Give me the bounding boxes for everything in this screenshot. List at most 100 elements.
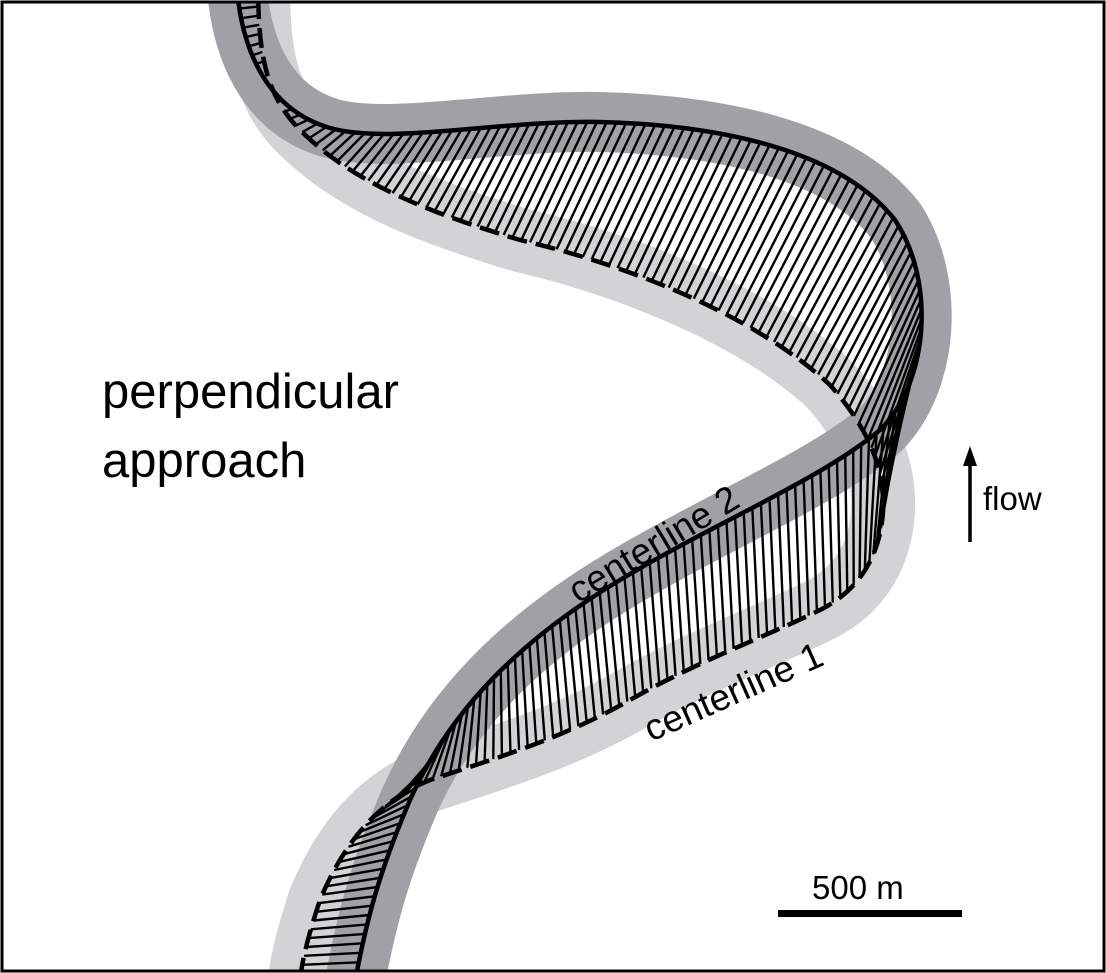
migration-vector <box>375 132 415 186</box>
migration-vector <box>709 150 790 308</box>
migration-vector <box>399 130 444 198</box>
migration-vector <box>574 608 588 723</box>
migration-vector <box>416 129 463 206</box>
migration-vector <box>676 139 752 292</box>
migration-vector <box>819 470 827 608</box>
migration-vector <box>474 691 482 765</box>
migration-vector <box>733 161 817 320</box>
flow-label: flow <box>983 480 1042 517</box>
migration-vector <box>633 130 705 275</box>
migration-vector <box>870 318 923 449</box>
migration-vector <box>555 121 618 250</box>
migration-vector <box>383 131 424 190</box>
migration-vector <box>338 849 391 864</box>
migration-vector <box>391 131 434 194</box>
migration-vector <box>582 603 597 719</box>
migration-vector <box>493 122 550 233</box>
migration-vector <box>759 503 769 635</box>
scale-bar <box>778 910 962 917</box>
migration-vector <box>691 539 702 664</box>
migration-vector <box>442 126 492 216</box>
migration-vector <box>359 813 405 834</box>
migration-vector <box>741 165 825 324</box>
migration-vector <box>550 625 563 734</box>
migration-vector <box>433 127 482 212</box>
migration-vector <box>499 670 504 757</box>
scale-bar-label: 500 m <box>812 869 904 906</box>
migration-vector <box>699 534 710 661</box>
migration-vector <box>725 521 735 649</box>
migration-vector <box>615 582 629 702</box>
migration-vector <box>329 131 356 157</box>
migration-vector <box>648 562 661 685</box>
migration-vector <box>872 426 885 555</box>
flow-arrow-icon <box>963 446 977 542</box>
migration-vector <box>318 895 375 905</box>
migration-vector <box>572 123 637 255</box>
migration-vector <box>535 637 546 741</box>
migration-vector <box>431 728 452 780</box>
migration-vector <box>802 480 810 616</box>
migration-vector <box>520 121 579 241</box>
migration-vector <box>537 121 599 246</box>
migration-vector <box>313 913 370 922</box>
migration-vector <box>528 121 589 243</box>
migration-vector <box>684 142 762 296</box>
migration-vector <box>625 128 695 272</box>
migration-vector <box>308 125 328 140</box>
migration-vector <box>673 548 685 672</box>
migration-vector <box>842 260 915 402</box>
migration-vector <box>772 184 859 343</box>
migration-vector <box>466 698 476 768</box>
migration-vector <box>616 127 686 269</box>
migration-vector <box>543 631 555 738</box>
migration-vector <box>506 663 512 754</box>
migration-vector <box>598 592 613 711</box>
migration-vector <box>343 840 394 856</box>
migration-vector <box>749 169 834 329</box>
migration-vector <box>304 951 361 957</box>
migration-vector <box>359 133 395 177</box>
migration-vector <box>364 804 409 827</box>
migration-vector <box>682 543 694 668</box>
migration-vector <box>528 644 538 744</box>
migration-vector <box>348 830 398 848</box>
migration-vector <box>788 196 874 353</box>
migration-vector <box>520 650 529 748</box>
migration-vector <box>239 5 259 10</box>
migration-vector <box>665 553 677 676</box>
migration-vector <box>440 721 458 777</box>
centerline-2-path <box>236 3 924 970</box>
migration-vector <box>780 190 867 348</box>
migration-vector <box>408 129 453 202</box>
migration-vector <box>351 133 385 173</box>
migration-vector <box>692 144 771 300</box>
migration-vector <box>511 121 569 239</box>
migration-vector <box>485 122 540 231</box>
migration-vector <box>329 867 384 880</box>
migration-vector <box>866 308 923 440</box>
migration-vector <box>725 157 808 316</box>
migration-vector <box>492 677 496 760</box>
migration-vector <box>333 858 387 872</box>
migration-vector <box>857 289 922 424</box>
migration-vector <box>785 489 794 624</box>
migration-vector <box>558 619 572 731</box>
migration-vector <box>795 202 882 359</box>
migration-vector <box>314 128 337 146</box>
migration-vector <box>827 465 834 603</box>
migration-vector <box>325 876 381 888</box>
migration-vector <box>835 460 842 598</box>
migration-vector <box>322 885 378 896</box>
migration-vector <box>310 923 368 931</box>
migration-vector <box>367 132 405 182</box>
migration-vector <box>659 135 733 285</box>
migration-vector <box>483 684 489 763</box>
migration-vector <box>768 498 777 631</box>
migration-vector <box>667 137 743 289</box>
migration-vector <box>242 23 260 29</box>
migration-vector <box>450 125 502 219</box>
migration-vector <box>751 507 760 638</box>
migration-vector <box>852 279 920 417</box>
